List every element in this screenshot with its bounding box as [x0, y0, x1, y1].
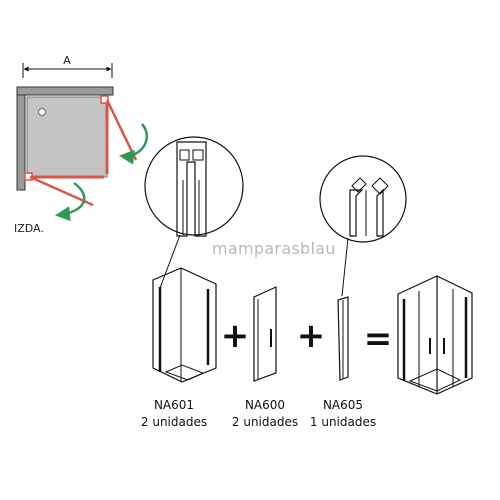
hinge-bottom-left [24, 172, 33, 181]
wall-left [16, 86, 26, 191]
component-label-na605: NA605 1 unidades [310, 398, 376, 429]
dimension-a: A [22, 54, 113, 78]
plus-operator-1: + [221, 316, 250, 356]
component-quantity: 2 unidades [232, 415, 298, 429]
component-code: NA600 [245, 398, 285, 412]
detail-circle-corner [319, 155, 407, 297]
shower-tray [26, 96, 108, 178]
door-front-open [29, 175, 94, 207]
side-label: IZDA. [14, 222, 44, 235]
component-code: NA601 [154, 398, 194, 412]
callout-line-profile [159, 234, 181, 289]
plan-view: A IZDA. [14, 54, 148, 235]
component-quantity: 2 unidades [141, 415, 207, 429]
component-na600-drawing [253, 286, 277, 382]
hinge-top-right [100, 95, 109, 104]
component-code: NA605 [323, 398, 363, 412]
component-na601-drawing [152, 267, 217, 383]
component-na605-drawing [337, 296, 349, 381]
dimension-a-label: A [63, 54, 71, 67]
watermark: mamparasblau [212, 239, 336, 258]
plus-operator-2: + [297, 316, 326, 356]
component-label-na600: NA600 2 unidades [232, 398, 298, 429]
detail-circle-profile [144, 136, 244, 289]
component-label-na601: NA601 2 unidades [141, 398, 207, 429]
component-quantity: 1 unidades [310, 415, 376, 429]
callout-line-corner [341, 237, 349, 297]
equals-operator: = [364, 319, 393, 359]
swing-arrow-right-icon [119, 123, 148, 165]
drain-icon [38, 108, 46, 116]
door-right-open [105, 99, 138, 161]
wall-top [16, 86, 114, 96]
swing-arrow-front-icon [55, 181, 86, 222]
assembled-enclosure-drawing [397, 275, 473, 395]
